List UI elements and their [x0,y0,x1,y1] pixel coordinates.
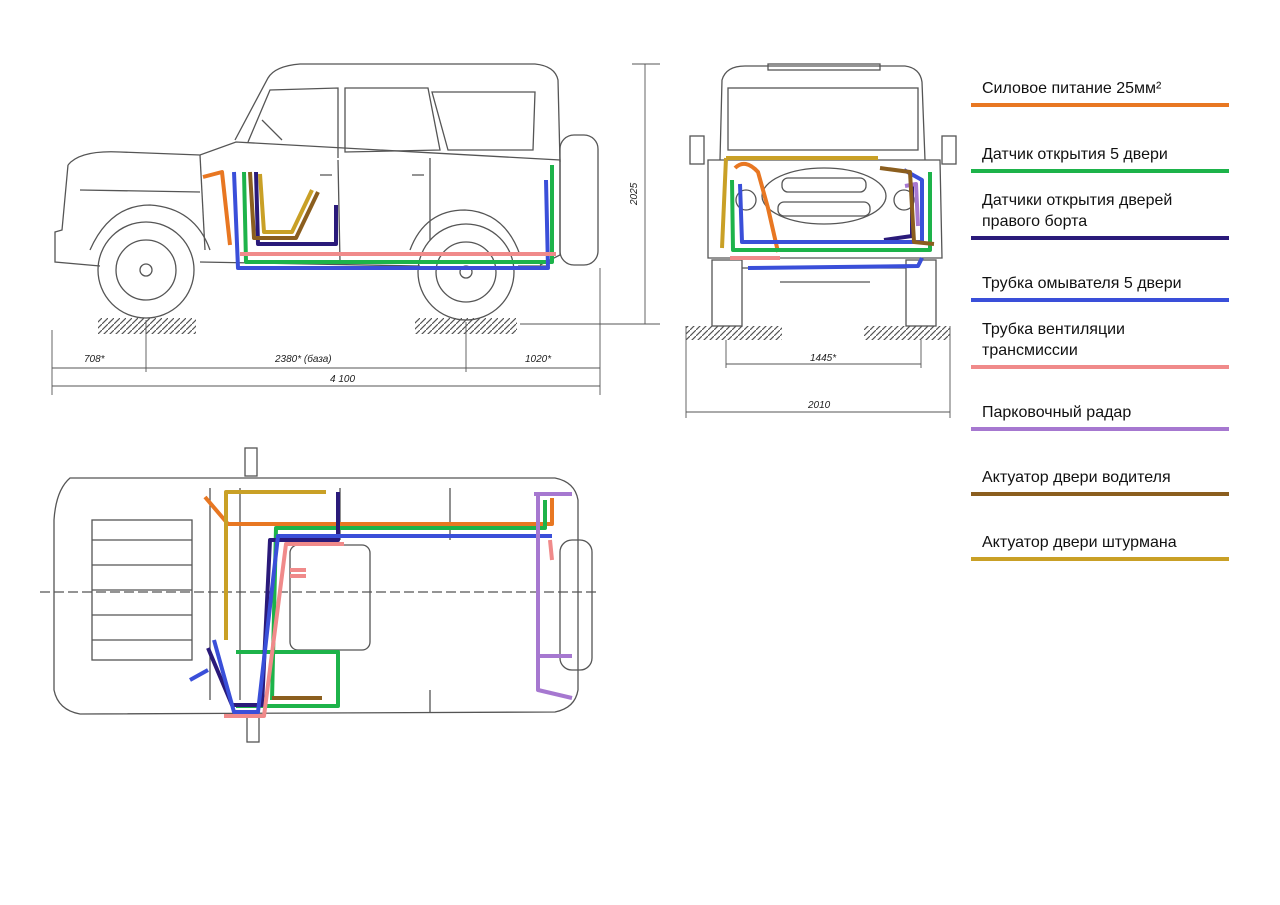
top-view [40,447,600,743]
top-route-washer-tube [212,534,552,714]
top-route-vent-tube-stub [290,568,306,578]
top-route-parking-radar [534,492,573,700]
legend-item-door-sensor-5: Датчик открытия 5 двери [971,144,1229,173]
legend-swatch [971,236,1229,240]
front-route-washer-tube-2 [747,257,924,270]
side-dimension-lines [51,63,660,395]
legend-label: Трубка вентиляции трансмиссии [982,321,1125,359]
front-route-passenger-actuator [720,156,878,249]
front-route-door-sensor-5 [730,172,932,252]
top-route-power [203,495,554,526]
top-route-vent-tube-right [548,539,554,561]
front-view [689,63,957,327]
side-route-power [202,170,232,246]
dim-wheelbase: 2380* (база) [274,353,332,365]
dim-front-width: 2010 [807,400,831,411]
legend-item-vent-tube: Трубка вентиляции трансмиссии [971,319,1229,369]
top-route-door-sensor-5 [270,500,547,701]
legend-label: Датчик открытия 5 двери [982,146,1168,163]
dim-rear-overhang: 1020* [525,354,552,365]
side-route-door-sensor-5 [242,165,554,264]
legend-swatch [971,298,1229,302]
front-route-power [733,161,780,253]
top-route-door-sensor-5-box [236,650,340,708]
front-route-parking-radar [904,182,920,227]
legend-swatch [971,492,1229,496]
legend-item-parking-radar: Парковочный радар [971,402,1229,431]
legend-item-driver-actuator: Актуатор двери водителя [971,467,1229,496]
top-view-routes [189,490,573,718]
front-route-driver-actuator [879,166,935,246]
legend-label: Парковочный радар [982,404,1132,421]
legend-swatch [971,427,1229,431]
legend-swatch [971,557,1229,561]
side-route-passenger-actuator [258,173,314,234]
legend-swatch [971,365,1229,369]
front-ground-left [686,326,782,340]
side-route-washer-tube [232,171,550,270]
legend-label: Актуатор двери штурмана [982,534,1177,551]
legend-label: Трубка омывателя 5 двери [982,275,1182,292]
front-dimension-lines [685,326,951,418]
side-view [54,63,599,321]
dim-height: 2025 [629,182,640,206]
dim-front-overhang: 708* [84,354,106,365]
legend-label: Датчики открытия дверей правого борта [982,192,1173,230]
legend-label: Актуатор двери водителя [982,469,1171,486]
legend-label: Силовое питание 25мм² [982,80,1162,97]
legend-item-washer-tube: Трубка омывателя 5 двери [971,273,1229,302]
legend-item-passenger-actuator: Актуатор двери штурмана [971,532,1229,561]
front-view-routes [720,156,935,270]
side-route-driver-actuator [248,171,320,240]
legend-item-power: Силовое питание 25мм² [971,78,1229,107]
side-route-right-door-sensors [254,171,338,246]
legend-swatch [971,169,1229,173]
top-route-vent-tube [224,542,344,718]
front-ground-right [864,326,950,340]
side-ground-front [98,318,196,334]
legend-swatch [971,103,1229,107]
dim-length: 4 100 [330,374,355,385]
side-view-routes [202,165,556,270]
top-route-passenger-actuator [224,490,326,640]
legend-item-right-door-sensors: Датчики открытия дверей правого борта [971,190,1229,240]
dim-front-track: 1445* [810,353,837,364]
top-route-washer-tube-stub [189,668,209,682]
